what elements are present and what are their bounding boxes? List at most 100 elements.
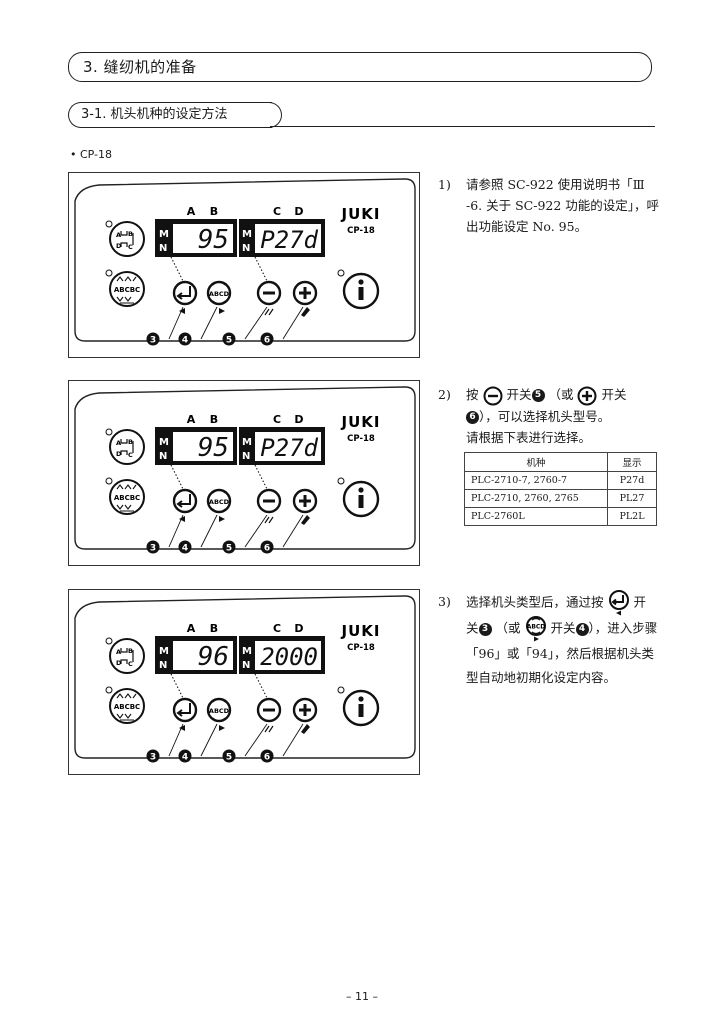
- svg-text:C: C: [128, 243, 133, 251]
- svg-text:ABCBC: ABCBC: [114, 494, 140, 502]
- callout-number: 6: [264, 544, 270, 554]
- right-arrow-icon: [219, 308, 225, 314]
- display-right-window: [255, 224, 321, 253]
- left-arrow-icon: [179, 516, 185, 522]
- display-indicator-icon: N: [159, 243, 167, 254]
- enter-button: [172, 280, 198, 314]
- callout-leader: [282, 306, 304, 340]
- svg-text:ABCBC: ABCBC: [114, 703, 140, 711]
- plus-icon: [577, 386, 597, 405]
- minus-icon: [263, 708, 275, 712]
- panel-body: [74, 386, 416, 550]
- reverse-stitch-icon: [264, 516, 274, 524]
- svg-text:A: A: [116, 439, 121, 447]
- callout-3: 3: [478, 622, 492, 636]
- svg-text:C: C: [128, 660, 133, 668]
- callout-leader: [244, 723, 268, 757]
- abcd-select-icon: ABCD: [209, 707, 230, 715]
- minus-button: [256, 697, 282, 733]
- right-arrow-icon: [219, 725, 225, 731]
- indicator-led: [105, 686, 113, 694]
- display-column-label: D: [294, 205, 303, 218]
- indicator-led: [337, 269, 345, 277]
- pen-icon: [301, 724, 310, 734]
- model-code: PL2L: [607, 507, 657, 526]
- info-icon: [358, 696, 364, 702]
- svg-text:ABCBC: ABCBC: [114, 286, 140, 294]
- display-right-window: [255, 641, 321, 670]
- abc-abc-mode-icon: ABCBC: [109, 271, 145, 307]
- display-right-value: P27d: [260, 434, 318, 462]
- display-left-window: [173, 224, 233, 253]
- display-column-label: D: [294, 413, 303, 426]
- display-right-value: 2000: [260, 643, 318, 671]
- svg-text:B: B: [128, 230, 133, 238]
- info-button: [342, 689, 380, 727]
- enter-button: [172, 488, 198, 522]
- callout-marker: [178, 540, 192, 554]
- display-column-label: C: [273, 205, 281, 218]
- display-column-label: B: [210, 413, 218, 426]
- callout-marker: [178, 749, 192, 763]
- svg-text:B: B: [128, 438, 133, 446]
- pen-icon: [301, 515, 310, 525]
- panel-body: [74, 595, 416, 759]
- callout-marker: [146, 749, 160, 763]
- juki-logo: JUKI: [341, 205, 381, 223]
- display-column-label: B: [210, 622, 218, 635]
- svg-text:D: D: [116, 242, 122, 250]
- step-number: 1): [438, 177, 451, 192]
- display-indicator-icon: M: [242, 229, 252, 240]
- callout-number: 5: [226, 753, 232, 763]
- step-number: 2): [438, 387, 451, 402]
- section-title: 3. 缝纫机的准备: [68, 52, 652, 82]
- svg-text:C: C: [128, 451, 133, 459]
- step-text: 请参照 SC-922 使用说明书「Ⅲ -6. 关于 SC-922 功能的设定」，…: [466, 177, 660, 234]
- subsection-title: 3-1. 机头机种的设定方法: [68, 102, 272, 128]
- step-number: 3): [438, 594, 451, 609]
- abcd-button: ABCD: [206, 488, 232, 522]
- abcd-button: ABCD: [206, 697, 232, 731]
- display-indicator-icon: N: [242, 243, 250, 254]
- indicator-led: [105, 220, 113, 228]
- callout-leader: [282, 723, 304, 757]
- callout-marker: [146, 332, 160, 346]
- minus-icon: [483, 386, 502, 405]
- plus-button: [292, 280, 318, 317]
- subsection-tab-edge: [262, 102, 282, 128]
- callout-marker: [146, 540, 160, 554]
- display-column-label: A: [187, 622, 196, 635]
- callout-marker: [222, 332, 236, 346]
- abcd-select-icon: ABCD: [525, 616, 546, 642]
- plus-button: [292, 697, 318, 734]
- svg-text:B: B: [128, 647, 133, 655]
- info-icon: [358, 279, 364, 285]
- callout-6: 6: [466, 410, 479, 424]
- callout-leader: [168, 306, 184, 340]
- indicator-led: [337, 477, 345, 485]
- callout-4: 4: [575, 622, 589, 636]
- model-label: CP-18: [347, 434, 375, 444]
- callout-leader: [168, 723, 184, 757]
- pen-icon: [301, 307, 310, 317]
- display-indicator-icon: M: [159, 229, 169, 240]
- callout-number: 3: [150, 336, 156, 346]
- display-indicator-icon: N: [242, 660, 250, 671]
- display-indicator-icon: M: [159, 437, 169, 448]
- reverse-stitch-icon: [264, 308, 274, 316]
- juki-logo: JUKI: [341, 413, 381, 431]
- plus-button: [292, 488, 318, 525]
- callout-leader: [200, 306, 218, 340]
- left-arrow-icon: [179, 725, 185, 731]
- display-left-value: 95: [198, 433, 229, 463]
- callout-number: 3: [150, 544, 156, 554]
- table-header: 机种: [464, 452, 608, 472]
